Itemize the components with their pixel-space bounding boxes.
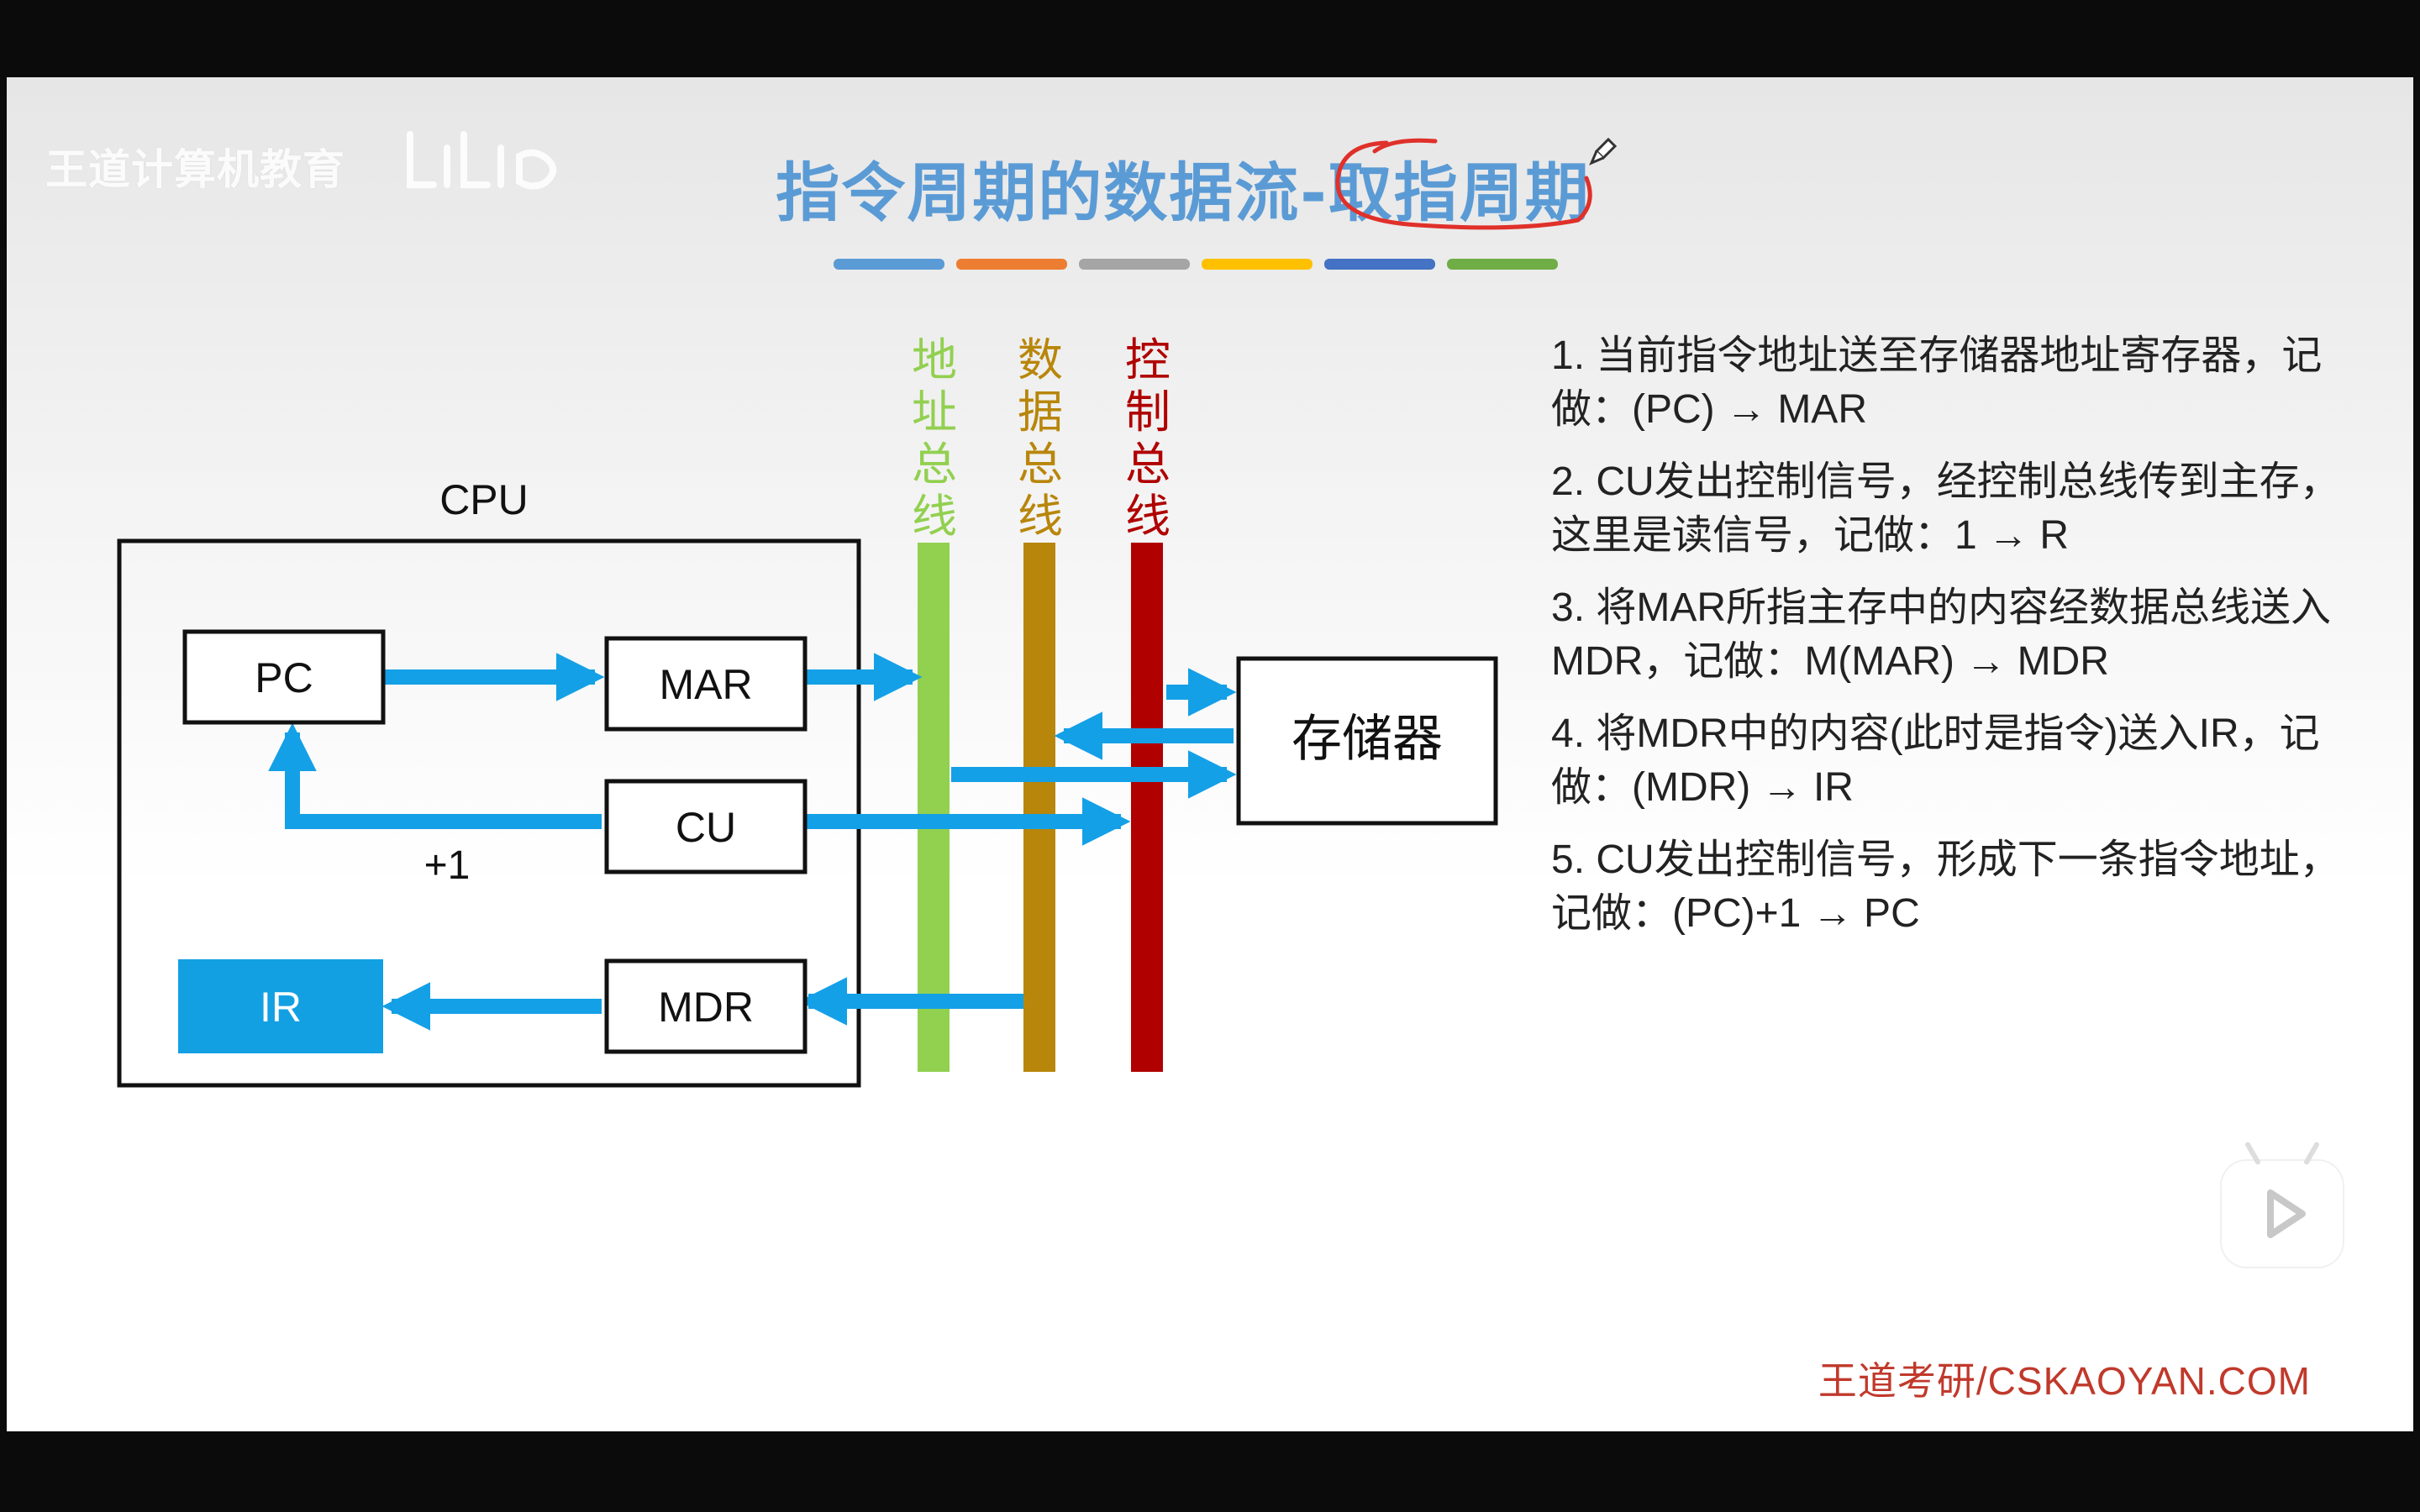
step-item-5: 5. CU发出控制信号，形成下一条指令地址，记做：(PC)+1 → PC xyxy=(1551,837,2340,936)
cpu-box xyxy=(117,538,861,1088)
step-item-2: 2. CU发出控制信号，经控制总线传到主存，这里是读信号，记做：1 → R xyxy=(1551,459,2340,558)
cpu-label: CPU xyxy=(439,476,529,523)
play-icon xyxy=(2267,1189,2306,1238)
title-bar-4 xyxy=(1202,259,1313,270)
cpu-datapath-diagram: PC MAR CU IR MDR CPU +1 存储器 xyxy=(117,476,1498,1088)
mdr-register xyxy=(604,958,808,1054)
mar-label: MAR xyxy=(659,661,752,708)
step-item-4: 4. 将MDR中的内容(此时是指令)送入IR，记做：(MDR) → IR xyxy=(1551,711,2320,810)
title-bar-3 xyxy=(1079,259,1190,270)
arrow-cu-to-pc xyxy=(268,722,602,829)
cu-register xyxy=(604,779,808,874)
play-button[interactable] xyxy=(2222,1141,2343,1267)
control-bus-label: 控制总线 xyxy=(1125,333,1171,543)
title-bar-1 xyxy=(834,259,944,270)
pc-label: PC xyxy=(255,654,313,701)
memory-label: 存储器 xyxy=(1292,710,1443,769)
increment-label: +1 xyxy=(424,843,471,888)
footer-brand: 王道考研/CSKAOYAN.COM xyxy=(1818,1359,2311,1403)
mdr-label: MDR xyxy=(658,984,754,1031)
control-bus xyxy=(1131,543,1163,1072)
ir-register xyxy=(178,959,383,1053)
slide: 王道计算机教育 指令周期的数据流-取指周期 xyxy=(7,77,2413,1431)
address-bus xyxy=(918,543,950,1072)
title-bar-5 xyxy=(1324,259,1435,270)
ir-label: IR xyxy=(260,984,302,1031)
title-bar-2 xyxy=(956,259,1067,270)
title-bar-6 xyxy=(1447,259,1558,270)
address-bus-label: 地址总线 xyxy=(912,333,957,543)
memory-box xyxy=(1236,656,1498,826)
watermark-text: 王道计算机教育 xyxy=(45,145,345,194)
mar-register xyxy=(604,636,808,732)
data-bus xyxy=(1023,543,1055,1072)
cu-label: CU xyxy=(676,804,736,851)
step-item-3: 3. 将MAR所指主存中的内容经数据总线送入MDR，记做：M(MAR) → MD… xyxy=(1551,585,2332,684)
step-list: 1. 当前指令地址送至存储器地址寄存器，记做：(PC) → MAR 2. CU发… xyxy=(1551,329,2375,959)
step-item-1: 1. 当前指令地址送至存储器地址寄存器，记做：(PC) → MAR xyxy=(1551,333,2323,432)
bilibili-logo-icon xyxy=(407,131,556,190)
pc-register xyxy=(182,629,386,725)
data-bus-label: 数据总线 xyxy=(1018,333,1063,543)
